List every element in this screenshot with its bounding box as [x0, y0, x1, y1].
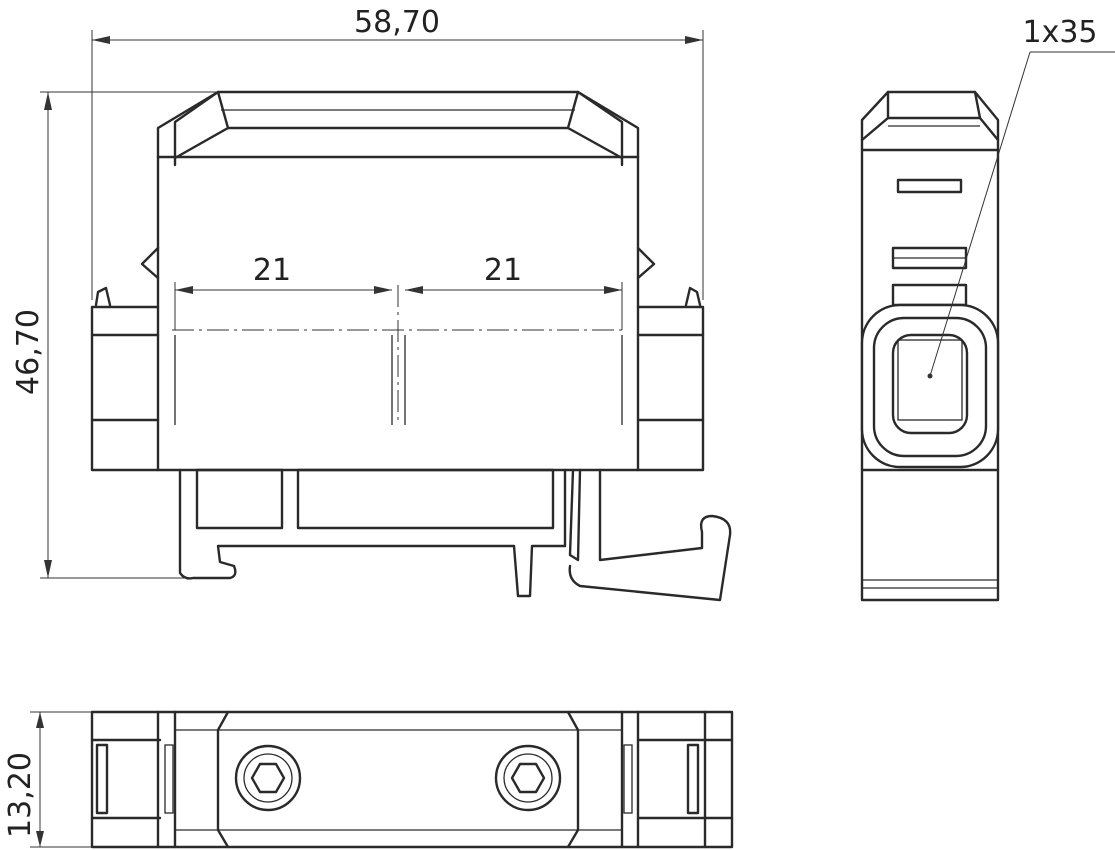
screw-left	[234, 744, 302, 812]
front-top-cover	[156, 90, 640, 167]
conductor-callout: 1x35	[927, 15, 1115, 379]
height-dimension: 46,70	[11, 91, 218, 579]
height-dimension-label: 46,70	[11, 309, 46, 395]
pitch-dimension: 21 21	[174, 253, 623, 330]
width-dimension-label: 58,70	[354, 5, 440, 40]
conductor-size-label: 1x35	[1022, 15, 1097, 50]
thickness-dimension-label: 13,20	[3, 752, 38, 838]
front-din-foot	[178, 468, 732, 602]
pitch-right-label: 21	[484, 253, 522, 288]
thickness-dimension: 13,20	[3, 711, 92, 848]
screw-right	[494, 744, 562, 812]
front-view	[90, 90, 732, 602]
width-dimension: 58,70	[91, 5, 704, 300]
side-view	[860, 90, 1000, 602]
pitch-left-label: 21	[253, 253, 291, 288]
top-view	[90, 710, 734, 849]
